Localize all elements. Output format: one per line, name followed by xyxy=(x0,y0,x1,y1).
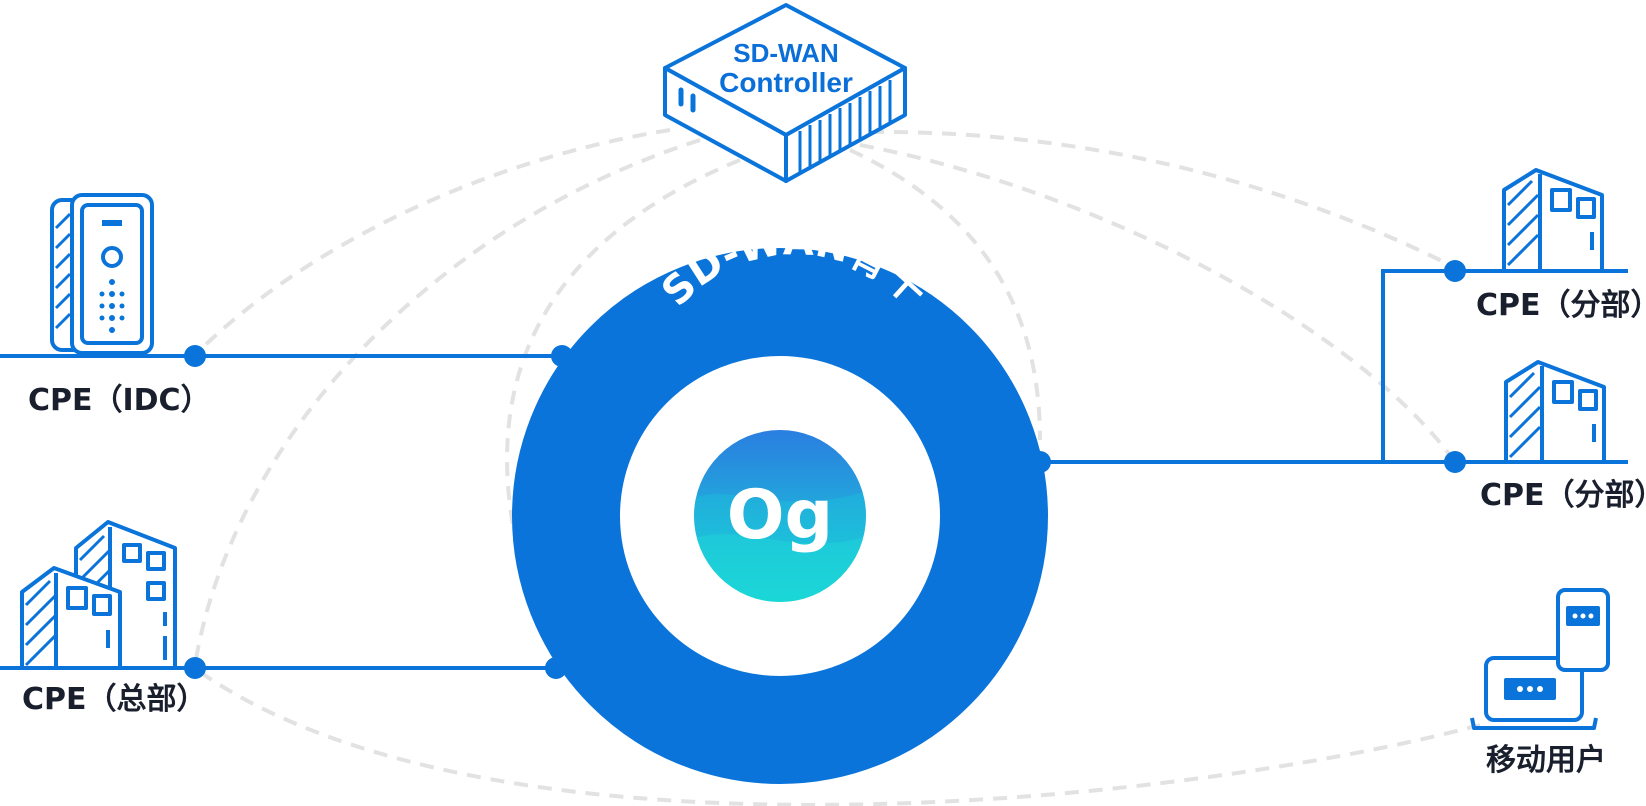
connection-dots xyxy=(184,260,1466,679)
label-mobile-user: 移动用户 xyxy=(1486,743,1606,778)
backbone: SD-WAN骨干 Og xyxy=(512,218,1048,784)
dashed-link-hq-mobile xyxy=(198,670,1481,806)
controller-title-line2: Controller xyxy=(719,67,853,98)
dot-backbone-idc xyxy=(551,345,573,367)
dot-backbone-hq xyxy=(545,657,567,679)
dot-branch2 xyxy=(1444,451,1466,473)
label-cpe-branch1: CPE（分部） xyxy=(1476,288,1646,323)
branch2-building-icon xyxy=(1504,360,1606,464)
dot-branch1 xyxy=(1444,260,1466,282)
logo-text: Og xyxy=(727,476,833,555)
dot-hq xyxy=(184,657,206,679)
label-cpe-idc: CPE（IDC） xyxy=(28,383,211,418)
label-cpe-hq: CPE（总部） xyxy=(22,682,207,717)
controller-device-icon xyxy=(663,3,907,183)
og-logo-icon: Og xyxy=(694,430,866,602)
backbone-ring xyxy=(512,248,1048,784)
branch1-building-icon xyxy=(1502,168,1604,273)
idc-server-icon xyxy=(50,193,154,355)
dashed-link-controller-idc xyxy=(193,128,671,357)
dashed-link-controller-branch1 xyxy=(869,129,1451,267)
controller-title-line1: SD-WAN xyxy=(733,38,838,68)
dashed-link-controller-backbone-right xyxy=(849,148,1042,441)
dashed-link-controller-branch2 xyxy=(859,143,1457,464)
dot-backbone-branch xyxy=(1029,451,1051,473)
label-cpe-branch2: CPE（分部） xyxy=(1480,478,1646,513)
hq-buildings-icon xyxy=(20,520,177,670)
dot-idc xyxy=(184,345,206,367)
mobile-user-devices-icon xyxy=(1470,588,1610,730)
